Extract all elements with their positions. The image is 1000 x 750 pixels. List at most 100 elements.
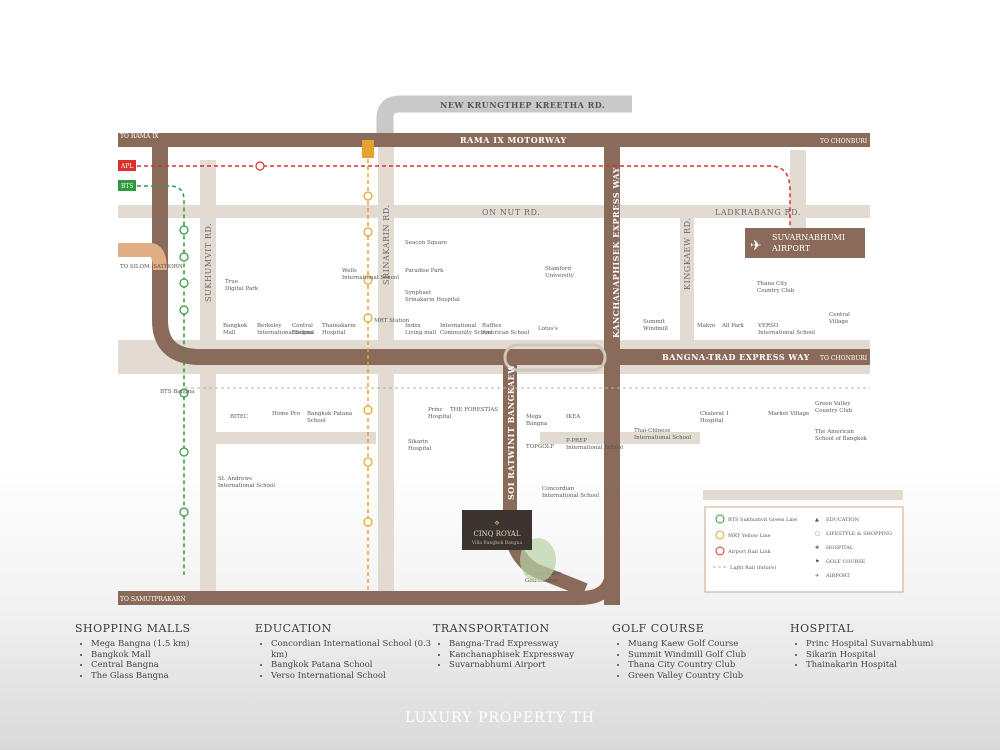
svg-text:Bangna: Bangna: [292, 330, 314, 336]
category-item: Bangna-Trad Expressway: [449, 639, 613, 650]
svg-text:Summit: Summit: [643, 319, 665, 325]
svg-text:GOLF COURSE: GOLF COURSE: [826, 559, 866, 565]
category-item: The Glass Bangna: [91, 671, 255, 682]
svg-text:Hospital: Hospital: [700, 418, 724, 424]
svg-text:Paradise Park: Paradise Park: [405, 268, 444, 274]
svg-text:The American: The American: [815, 429, 854, 435]
svg-text:AIRPORT: AIRPORT: [825, 573, 850, 579]
category-item: Kanchanaphisek Expressway: [449, 650, 613, 661]
svg-text:Village: Village: [828, 319, 848, 325]
svg-text:Hospital: Hospital: [322, 330, 346, 336]
label-bangna-trad: BANGNA-TRAD EXPRESS WAY: [662, 352, 810, 362]
category-title: EDUCATION: [255, 622, 332, 635]
svg-text:P-PREP: P-PREP: [566, 438, 587, 444]
dir-rama9: TO RAMA IX: [120, 133, 159, 140]
svg-text:Living mall: Living mall: [405, 330, 436, 336]
svg-text:Wells: Wells: [342, 268, 357, 274]
poi-labels: Seacon Square Paradise Park Synphaet Sri…: [160, 240, 868, 584]
svg-text:Bangna: Bangna: [526, 421, 548, 427]
category-item: Verso International School: [271, 671, 435, 682]
svg-text:Green Valley: Green Valley: [815, 401, 851, 407]
svg-text:University: University: [545, 273, 575, 279]
label-new-krungthep: NEW KRUNGTHEP KREETHA RD.: [440, 100, 605, 110]
map-legend: BTS Sukhumvit Green Line MRT Yellow Line…: [704, 506, 904, 593]
label-kingkaew: KINGKAEW RD.: [683, 218, 692, 290]
label-soi-bangkaew: SOI RATWINIT BANGKAEW: [506, 364, 516, 500]
category-column: GOLF COURSE Muang Kaew Golf CourseSummit …: [612, 622, 792, 681]
rail-tag-apl: APL: [118, 160, 136, 171]
svg-text:Synphaet: Synphaet: [405, 290, 432, 296]
svg-text:THE FORESTIAS: THE FORESTIAS: [450, 407, 498, 413]
svg-text:TOPGOLF: TOPGOLF: [526, 444, 554, 450]
svg-text:Hospital: Hospital: [428, 414, 452, 420]
category-item: Mega Bangna (1.5 km): [91, 639, 255, 650]
svg-text:Bangkok: Bangkok: [223, 323, 248, 329]
svg-text:School: School: [307, 418, 326, 424]
svg-text:Raffles: Raffles: [482, 323, 501, 329]
bts-rail-line: [130, 185, 185, 575]
svg-text:All Park: All Park: [721, 323, 745, 329]
category-item: Bangkok Patana School: [271, 660, 435, 671]
area-map: APL BTS NEW KRUNGTHEP KREETHA RD. RAMA I…: [118, 95, 904, 605]
label-ladkrabang: LADKRABANG RD.: [715, 208, 801, 217]
svg-text:Index: Index: [405, 323, 421, 329]
svg-text:International School: International School: [758, 330, 815, 336]
svg-text:Central: Central: [829, 312, 850, 318]
svg-text:AIRPORT: AIRPORT: [771, 244, 811, 253]
label-rama9: RAMA IX MOTORWAY: [460, 135, 567, 145]
svg-text:Central: Central: [292, 323, 313, 329]
svg-text:Windmill: Windmill: [643, 326, 668, 332]
svg-text:MRT Station: MRT Station: [374, 318, 410, 324]
category-item: Princ Hospital Suvarnabhumi: [806, 639, 970, 650]
svg-text:Thainakarin: Thainakarin: [322, 323, 356, 329]
svg-text:International School: International School: [257, 330, 314, 336]
svg-text:Mall: Mall: [223, 330, 236, 336]
category-lists: SHOPPING MALLSMega Bangna (1.5 km)Bangko…: [0, 622, 1000, 702]
svg-text:International School: International School: [542, 493, 599, 499]
label-sukhumvit: SUKHUMVIT RD.: [204, 223, 213, 302]
category-item: Summit Windmill Golf Club: [628, 650, 792, 661]
silom-road: [118, 243, 167, 271]
svg-text:International School: International School: [566, 445, 623, 451]
svg-text:Home Pro: Home Pro: [272, 411, 301, 417]
svg-text:Community School: Community School: [440, 330, 493, 336]
category-column: TRANSPORTATIONBangna-Trad ExpresswayKanc…: [433, 622, 613, 671]
svg-text:Hospital: Hospital: [408, 446, 432, 452]
svg-text:EDUCATION: EDUCATION: [826, 517, 859, 523]
svg-text:LIFESTYLE & SHOPPING: LIFESTYLE & SHOPPING: [826, 531, 892, 537]
new-krungthep-road: [376, 95, 632, 140]
svg-text:Stamford: Stamford: [545, 266, 571, 272]
category-item: Muang Kaew Golf Course: [628, 639, 792, 650]
category-item: Suvarnabhumi Airport: [449, 660, 613, 671]
category-column: EDUCATION Concordian International School…: [255, 622, 435, 681]
svg-text:Bangkok Patana: Bangkok Patana: [307, 411, 353, 417]
category-item: Bangkok Mall: [91, 650, 255, 661]
svg-text:Market Village: Market Village: [768, 411, 809, 417]
svg-text:Country Club: Country Club: [757, 288, 795, 294]
svg-text:VERSO: VERSO: [757, 323, 779, 329]
svg-text:Country Club: Country Club: [815, 408, 853, 414]
svg-text:✥: ✥: [494, 520, 499, 527]
category-title: GOLF COURSE: [612, 622, 705, 635]
svg-text:Makro: Makro: [697, 323, 716, 329]
svg-text:Berkeley: Berkeley: [257, 323, 283, 329]
svg-text:Thai-Chinese: Thai-Chinese: [634, 428, 671, 434]
svg-text:Sikarin: Sikarin: [408, 439, 429, 445]
svg-text:American School: American School: [481, 330, 529, 336]
project-marker[interactable]: ✥ CINQ ROYAL Villa Bangkok Bangna: [462, 510, 532, 550]
dir-chonburi-top: TO CHONBURI: [820, 138, 868, 145]
svg-text:MRT Yellow Line: MRT Yellow Line: [728, 533, 771, 539]
svg-text:Mega: Mega: [526, 414, 542, 420]
apl-rail-line: [130, 165, 791, 230]
shopping-icon: ▢: [815, 531, 820, 537]
svg-text:Concordian: Concordian: [542, 486, 575, 492]
category-item: Thana City Country Club: [628, 660, 792, 671]
svg-text:HOSPITAL: HOSPITAL: [826, 545, 854, 551]
dir-chonburi-mid: TO CHONBURI: [820, 355, 868, 362]
dir-silom: TO SILOM -SATHORN: [120, 264, 183, 270]
category-item: Concordian International School (0.3 km): [271, 639, 435, 660]
interchange: [503, 343, 607, 372]
brand-footer: LUXURY PROPERTY TH: [405, 710, 595, 726]
category-column: HOSPITALPrinc Hospital SuvarnabhumiSikar…: [790, 622, 970, 671]
svg-text:School of Bangkok: School of Bangkok: [815, 436, 868, 442]
